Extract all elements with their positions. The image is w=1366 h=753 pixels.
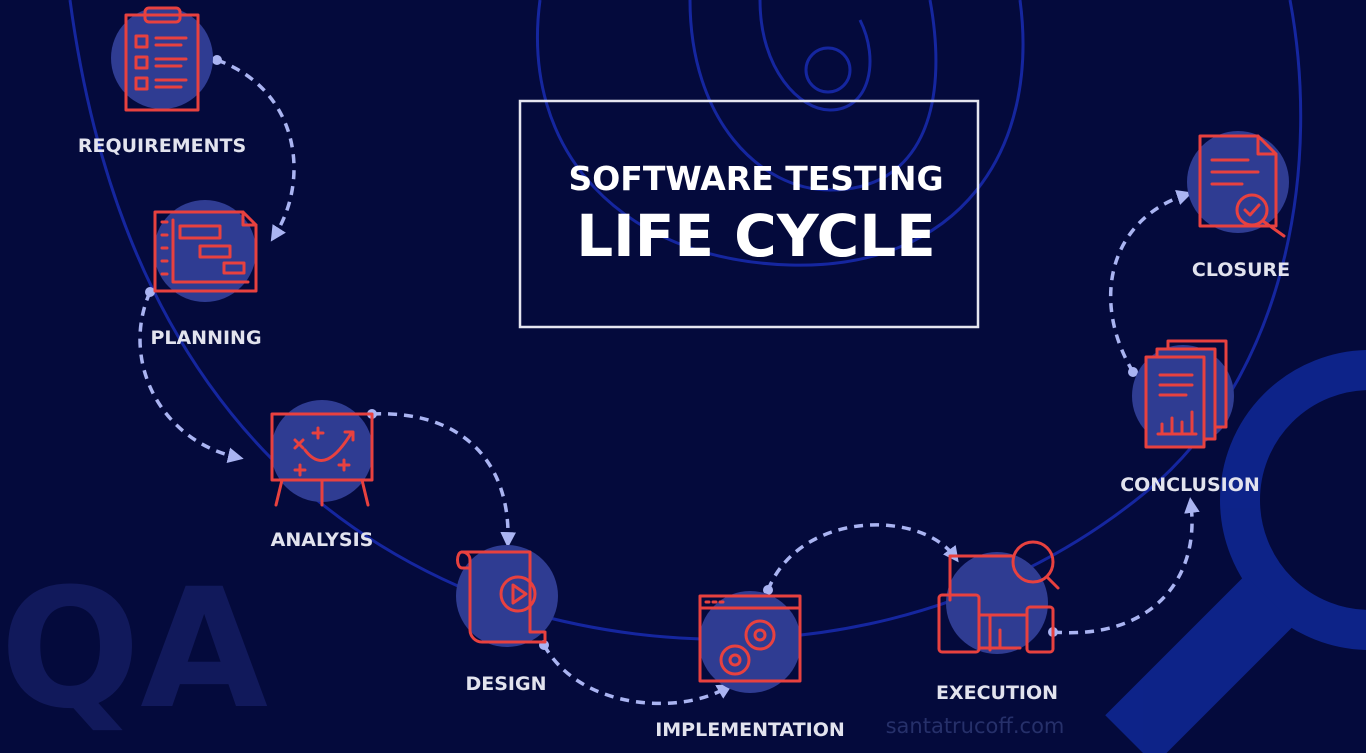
stage-label: DESIGN [465,673,546,695]
stage-label: EXECUTION [936,682,1058,704]
report-stack-icon [1144,339,1228,449]
gantt-chart-icon [153,210,258,293]
stage-analysis: ANALYSIS [270,400,374,551]
connectors [138,55,1200,706]
stage-design: DESIGN [456,545,558,695]
clipboard-checklist-icon [124,6,200,112]
title-line1: SOFTWARE TESTING [568,159,943,198]
strategy-board-icon [270,412,374,507]
stage-implementation: IMPLEMENTATION [655,591,845,741]
stage-conclusion: CONCLUSION [1120,339,1260,496]
watermark: santatrucoff.com [886,714,1065,738]
browser-gears-icon [698,594,802,683]
devices-magnifier-icon [937,540,1060,654]
stage-closure: CLOSURE [1187,131,1290,281]
stage-label: ANALYSIS [271,529,374,551]
background-spiral [68,0,1303,641]
stage-label: CLOSURE [1192,259,1290,281]
document-check-icon [1198,134,1286,238]
stage-execution: EXECUTION [936,540,1060,704]
magnifier-background-icon [1105,350,1366,753]
stage-label: CONCLUSION [1120,474,1260,496]
play-scroll-icon [456,550,547,644]
stage-label: PLANNING [150,327,261,349]
stage-requirements: REQUIREMENTS [78,6,246,157]
title-box: SOFTWARE TESTING LIFE CYCLE [518,99,980,329]
background-qa-text: QA [0,553,268,745]
stage-label: IMPLEMENTATION [655,719,845,741]
stage-planning: PLANNING [150,200,262,349]
stage-label: REQUIREMENTS [78,135,246,157]
title-line2: LIFE CYCLE [576,202,936,270]
